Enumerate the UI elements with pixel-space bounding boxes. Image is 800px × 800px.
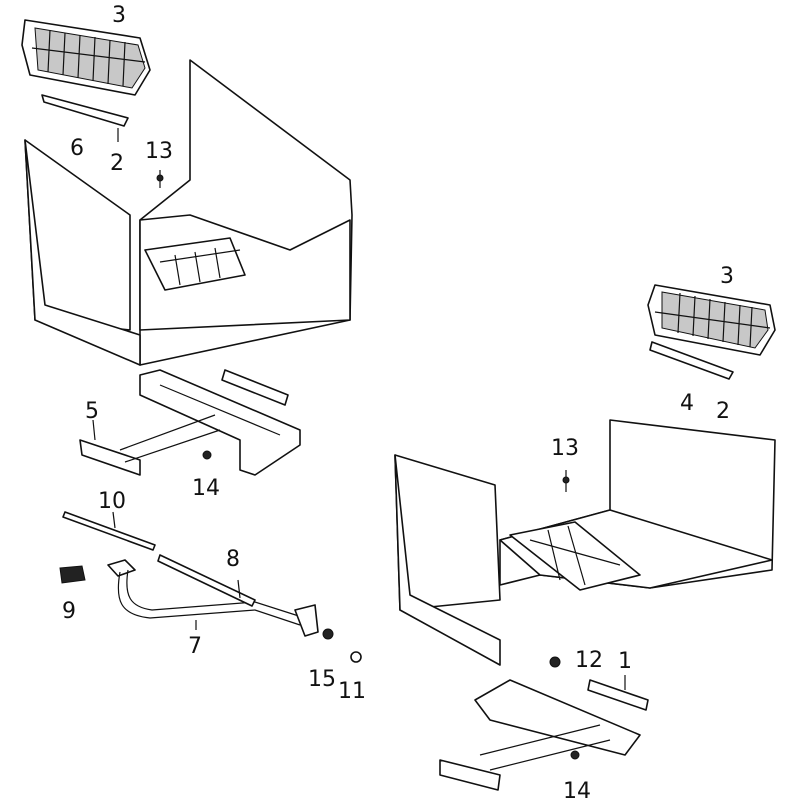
callout-14-right: 14 [563, 779, 591, 800]
callout-7: 7 [188, 634, 202, 659]
brake-pedal [107, 554, 319, 637]
screw-13-left [156, 174, 164, 182]
screw-13-right [562, 476, 570, 484]
brake-rod [62, 511, 156, 551]
clip-12 [549, 656, 561, 668]
footrest-pad-left [21, 19, 151, 96]
footrest-pad-right [647, 284, 776, 356]
footrest-frame-right [439, 679, 649, 791]
callout-3: 3 [112, 3, 126, 28]
callout-6: 6 [70, 136, 84, 161]
footrest-bracket-right [649, 341, 734, 380]
callout-12: 12 [575, 648, 603, 673]
callout-13-right: 13 [551, 436, 579, 461]
callout-14: 14 [192, 476, 220, 501]
callout-10: 10 [98, 489, 126, 514]
footrest-bracket-left [41, 94, 129, 127]
pedal-rubber-9 [59, 565, 86, 584]
bolt-14-left [202, 450, 212, 460]
spring-15 [322, 628, 334, 640]
callout-15: 15 [308, 667, 336, 692]
callout-2-right: 2 [716, 399, 730, 424]
callout-8: 8 [226, 547, 240, 572]
callout-1: 1 [618, 649, 632, 674]
nut-11 [350, 651, 362, 663]
floor-pan-right [394, 419, 776, 666]
floor-pan-left [24, 59, 353, 366]
callout-13: 13 [145, 139, 173, 164]
footrest-frame-left [79, 369, 301, 476]
callout-9: 9 [62, 599, 76, 624]
callout-5: 5 [85, 399, 99, 424]
callout-3-right: 3 [720, 264, 734, 289]
bolt-14-right [570, 750, 580, 760]
callout-11: 11 [338, 679, 366, 704]
callout-4: 4 [680, 391, 694, 416]
callout-2: 2 [110, 151, 124, 176]
